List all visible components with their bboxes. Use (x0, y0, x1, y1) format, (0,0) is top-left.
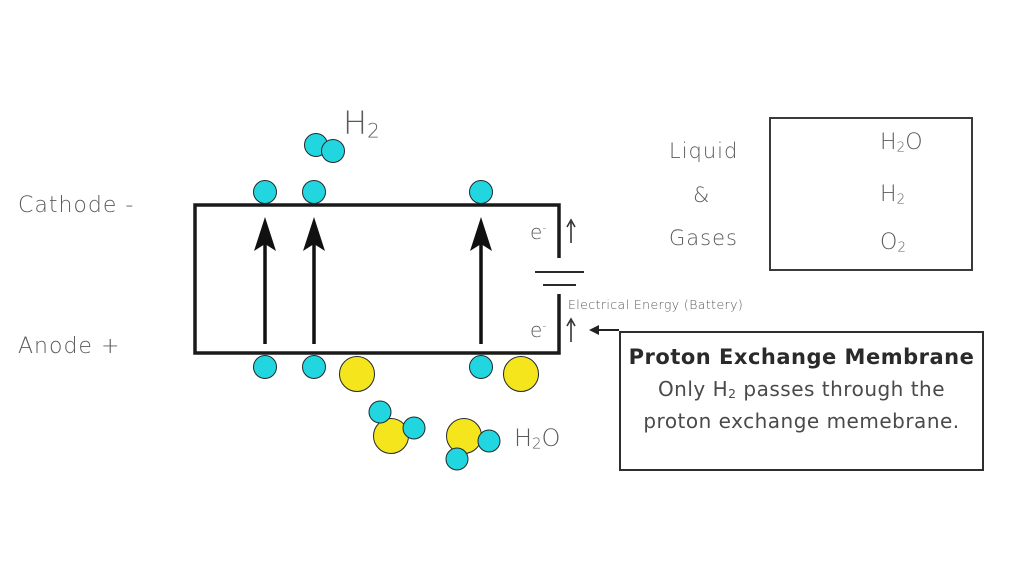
h2-top-label: H2 (343, 104, 380, 143)
ampersand-label: & (693, 183, 710, 207)
battery-label: Electrical Energy (Battery) (568, 297, 744, 312)
fuel-cell-box (193, 203, 561, 355)
legend (769, 117, 973, 271)
oxygen-atom (503, 356, 539, 392)
electron-label-bottom: e- (530, 318, 547, 342)
liquid-label: Liquid (669, 139, 739, 163)
hydrogen-atom (469, 355, 493, 379)
legend-h2o-label: H2O (880, 130, 923, 156)
pem-pointer-arrow (589, 325, 619, 335)
oxygen-atom (339, 356, 375, 392)
legend-h2-label: H2 (880, 182, 906, 208)
h2-molecule-top (304, 133, 345, 163)
pem-callout: Proton Exchange Membrane Only H2 passes … (619, 331, 984, 471)
electron-arrow-up-top (566, 218, 576, 243)
gases-label: Gases (669, 226, 738, 250)
hydrogen-atom (253, 180, 277, 204)
anode-label: Anode + (18, 334, 121, 359)
proton-arrow-1 (254, 217, 276, 344)
proton-arrow-2 (303, 217, 325, 344)
pem-line-1: Only H2 passes through the (657, 377, 946, 402)
hydrogen-atom (469, 180, 493, 204)
pem-title: Proton Exchange Membrane (628, 345, 975, 369)
hydrogen-atom (302, 355, 326, 379)
hydrogen-atom (302, 180, 326, 204)
proton-arrow-3 (470, 217, 492, 344)
cathode-label: Cathode - (18, 193, 135, 218)
legend-o2-label: O2 (880, 230, 906, 256)
h2o-molecule-2 (445, 418, 501, 471)
h2o-molecule-1 (368, 400, 426, 454)
h2o-bottom-label: H2O (514, 424, 561, 453)
electron-arrow-up-bottom (566, 317, 576, 342)
electron-label-top: e- (530, 220, 547, 244)
hydrogen-atom (253, 355, 277, 379)
pem-line-2: proton exchange memebrane. (643, 409, 960, 434)
